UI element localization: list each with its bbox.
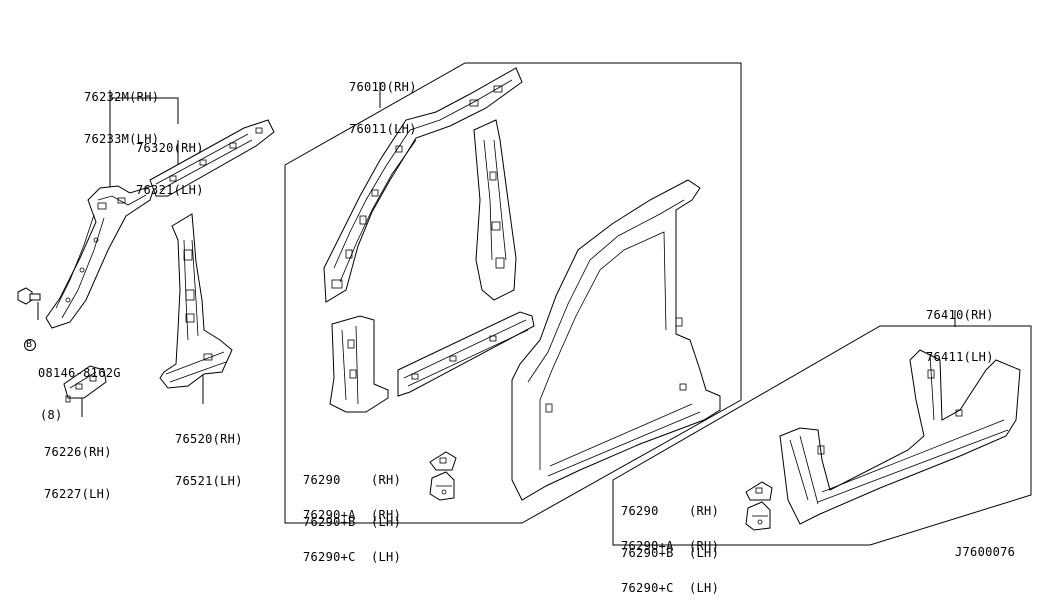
part-number-lh: 76011(LH) [349, 122, 417, 136]
diagram-drawing [17, 62, 1032, 546]
bolt-icon [17, 287, 41, 305]
part-number: 76290+A [621, 539, 674, 553]
part-number-lh: 76521(LH) [175, 474, 243, 488]
group-box-76010 [284, 62, 742, 524]
bolt-part-number: 08146-8162G [38, 366, 121, 380]
label-76290a-group-1: 76290+A (RH) 76290+C (LH) [303, 480, 401, 578]
bolt-quantity: (8) [40, 408, 63, 422]
part-76410-sill-outer [779, 349, 1021, 525]
bracket-76290-icon [429, 451, 457, 471]
part-number: 76290+C [303, 550, 356, 564]
bracket-76290-icon-2 [745, 481, 773, 501]
label-76226: 76226(RH) 76227(LH) [44, 417, 112, 515]
part-number-rh: 76010(RH) [349, 80, 417, 94]
side: (LH) [371, 550, 402, 564]
part-number: 76290+B [621, 546, 674, 560]
bracket-76290a-icon-2 [745, 501, 771, 531]
part-number-rh: 76320(RH) [136, 141, 204, 155]
side: (LH) [689, 581, 720, 595]
label-76410: 76410(RH) 76411(LH) [926, 280, 994, 378]
bolt-badge-letter: B [26, 339, 33, 350]
side: (RH) [689, 504, 720, 518]
label-76010: 76010(RH) 76011(LH) [349, 52, 417, 150]
part-number-rh: 76410(RH) [926, 308, 994, 322]
part-number-rh: 76520(RH) [175, 432, 243, 446]
label-76320: 76320(RH) 76321(LH) [136, 113, 204, 211]
diagram-id: J7600076 [955, 545, 1016, 559]
part-number-rh: 76226(RH) [44, 445, 112, 459]
part-number-lh: 76321(LH) [136, 183, 204, 197]
label-bolt: 08146-8162G (8) [38, 338, 121, 436]
label-76290-group-1: 76290 (RH) 76290+B (LH) [303, 445, 401, 543]
side: (RH) [371, 508, 402, 522]
part-number-lh: 76227(LH) [44, 487, 112, 501]
badge-circle [24, 339, 36, 351]
part-76520-center-pillar [159, 213, 233, 389]
label-76520: 76520(RH) 76521(LH) [175, 404, 243, 502]
label-76290-group-2: 76290 (RH) 76290+B (LH) [621, 476, 719, 574]
part-number: 76290+B [303, 515, 356, 529]
part-76226-bracket [63, 365, 107, 403]
part-number: 76290 [621, 504, 659, 518]
side: (LH) [371, 515, 402, 529]
parts-diagram: 76232M(RH) 76233M(LH) 76320(RH) 76321(LH… [17, 52, 1032, 595]
part-number: 76290+A [303, 508, 356, 522]
part-76320-roof-rail [149, 119, 275, 197]
part-76232m-front-pillar [45, 184, 156, 329]
part-number-lh: 76233M(LH) [84, 132, 160, 146]
part-76010-body-side-inner [323, 67, 721, 501]
part-number-rh: 76232M(RH) [84, 90, 160, 104]
side: (LH) [689, 546, 720, 560]
part-number: 76290 [303, 473, 341, 487]
group-box-76410 [612, 325, 1032, 546]
part-number-lh: 76411(LH) [926, 350, 994, 364]
label-76232m: 76232M(RH) 76233M(LH) [84, 62, 159, 160]
side: (RH) [371, 473, 402, 487]
bracket-76290a-icon [429, 471, 455, 501]
side: (RH) [689, 539, 720, 553]
part-number: 76290+C [621, 581, 674, 595]
label-76290a-group-2: 76290+A (RH) 76290+C (LH) [621, 511, 719, 609]
